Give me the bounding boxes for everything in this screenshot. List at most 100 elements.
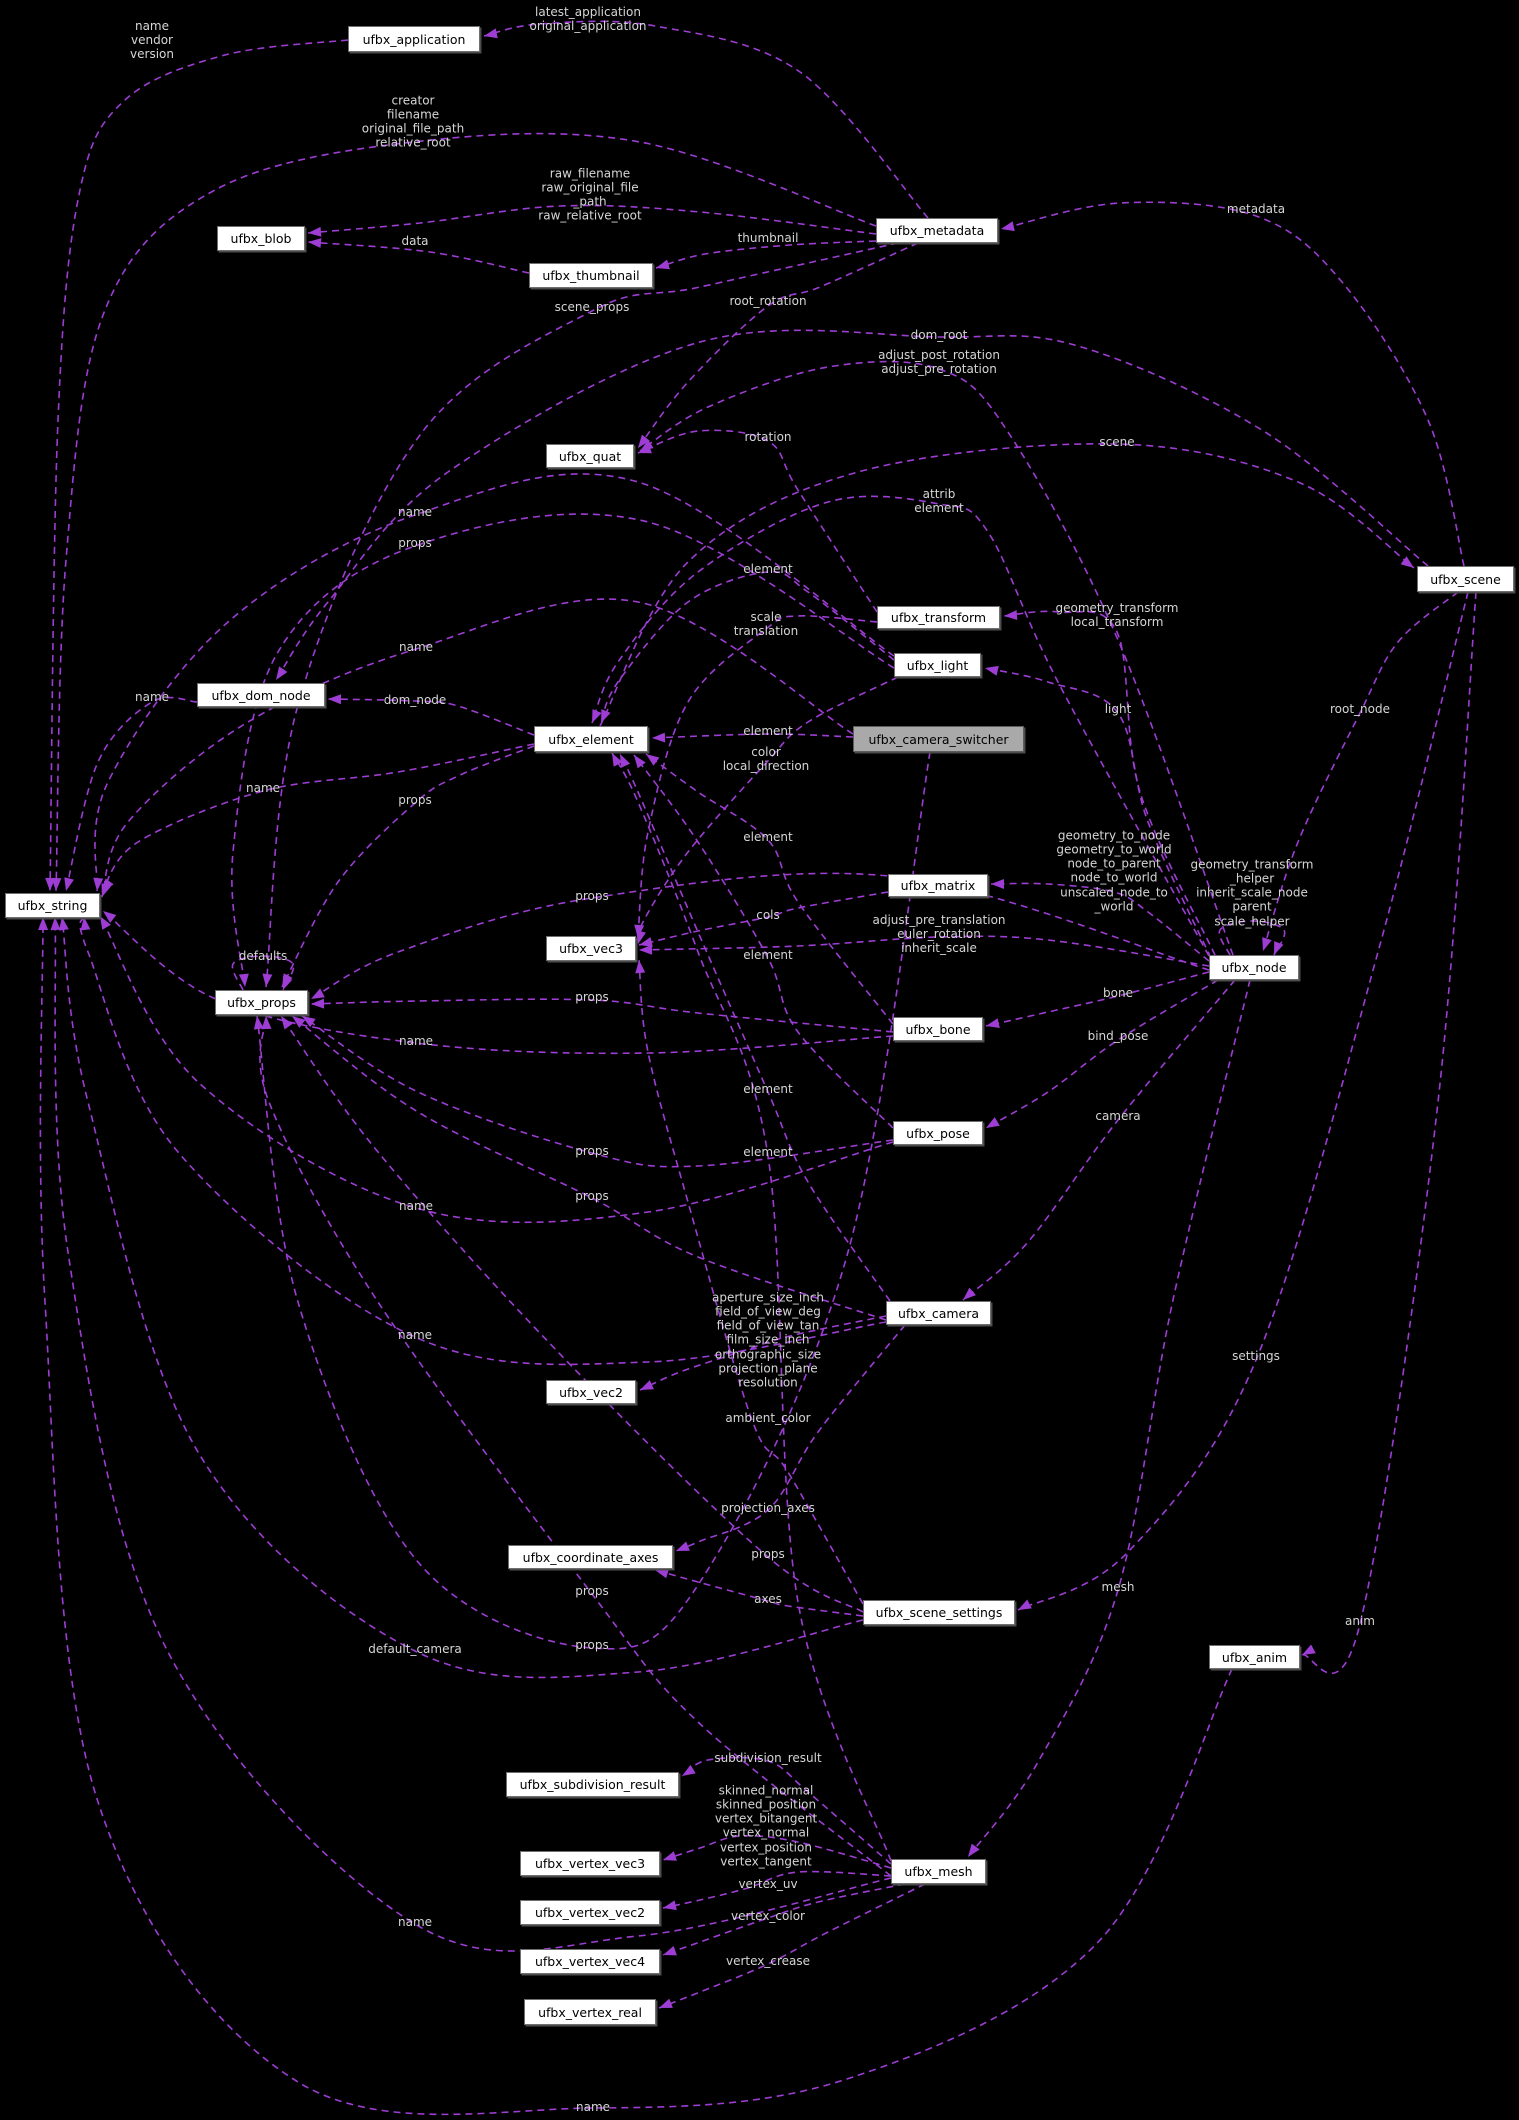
node-ufbx_bone[interactable]: ufbx_bone [893, 1017, 983, 1041]
arrowhead-pose-props [302, 1016, 316, 1028]
node-ufbx_subdivision_result[interactable]: ufbx_subdivision_result [506, 1772, 679, 1797]
arrowhead-pose-element [634, 755, 646, 769]
node-ufbx_metadata[interactable]: ufbx_metadata [876, 218, 998, 243]
edge-camera-element [619, 753, 891, 1302]
arrowhead-node-transform [1004, 610, 1018, 620]
node-ufbx_blob[interactable]: ufbx_blob [217, 226, 305, 251]
node-ufbx_vertex_vec2[interactable]: ufbx_vertex_vec2 [520, 1900, 660, 1925]
node-ufbx_transform[interactable]: ufbx_transform [877, 606, 1000, 629]
arrowhead-node-mesh [968, 1843, 980, 1857]
arrowhead-node-bindpose [986, 1117, 1000, 1128]
edge-mesh-subdiv [681, 1756, 892, 1865]
edge-pose-props [301, 1015, 894, 1168]
edge-anim-name [39, 916, 1233, 2116]
edge-camera-projaxes [675, 1324, 906, 1552]
arrowhead-bone-props [311, 998, 325, 1009]
edge-app-name [49, 39, 349, 892]
edge-node-camera [962, 979, 1236, 1301]
node-ufbx_string[interactable]: ufbx_string [5, 893, 100, 918]
node-ufbx_anim[interactable]: ufbx_anim [1209, 1645, 1300, 1669]
node-ufbx_vertex_vec4[interactable]: ufbx_vertex_vec4 [520, 1949, 660, 1974]
node-ufbx_pose[interactable]: ufbx_pose [893, 1121, 983, 1145]
edge-mesh-vvec3 [662, 1834, 892, 1869]
node-ufbx_camera_switcher: ufbx_camera_switcher [853, 726, 1024, 752]
node-ufbx_mesh[interactable]: ufbx_mesh [891, 1859, 986, 1884]
edge-meta-strings [55, 132, 877, 892]
node-ufbx_matrix[interactable]: ufbx_matrix [888, 874, 988, 897]
edge-meta-sceneprops [265, 242, 899, 988]
arrowhead-mesh-props [261, 1016, 272, 1030]
arrowhead-mesh-element [612, 753, 623, 767]
edge-bone-props [310, 998, 894, 1033]
arrowhead-meta-thumbnail [656, 259, 670, 270]
edge-node-mesh [967, 979, 1251, 1858]
arrowhead-switcher-props [253, 1016, 264, 1030]
arrowhead-thumb-data [308, 238, 322, 248]
arrowhead-meta-rootrot [638, 434, 650, 448]
edge-settings-props [280, 1015, 864, 1613]
node-ufbx_props[interactable]: ufbx_props [215, 990, 308, 1015]
edge-node-matrix [990, 882, 1210, 962]
node-ufbx_light[interactable]: ufbx_light [894, 653, 981, 677]
arrowhead-mesh-vuv [663, 1900, 677, 1911]
node-ufbx_node[interactable]: ufbx_node [1209, 955, 1299, 980]
node-ufbx_vec2[interactable]: ufbx_vec2 [546, 1380, 636, 1404]
arrowhead-camera-vec2 [640, 1380, 654, 1390]
edge-settings-ambient [638, 959, 864, 1605]
node-ufbx_vec3[interactable]: ufbx_vec3 [546, 936, 636, 961]
edge-scene-anim [1301, 591, 1477, 1675]
arrowhead-scene-settings [1018, 1599, 1032, 1610]
arrowhead-element-name [102, 878, 114, 892]
edge-node-bone [985, 971, 1210, 1027]
node-ufbx_scene_settings[interactable]: ufbx_scene_settings [863, 1600, 1015, 1625]
node-ufbx_vertex_vec3[interactable]: ufbx_vertex_vec3 [520, 1851, 660, 1876]
arrowhead-node-camera [963, 1287, 976, 1300]
edge-meta-blobs [307, 204, 877, 235]
arrowhead-mesh-vcrease [659, 1998, 673, 2008]
arrowhead-scene-metadata [1001, 221, 1015, 232]
edge-node-transform [1003, 610, 1216, 956]
arrowhead-node-matrix [991, 879, 1004, 889]
node-ufbx_coordinate_axes[interactable]: ufbx_coordinate_axes [508, 1545, 673, 1569]
edge-settings-axes [654, 1569, 864, 1617]
edge-camera-vec2 [639, 1315, 887, 1391]
node-ufbx_application[interactable]: ufbx_application [348, 26, 480, 52]
arrowhead-settings-axes [655, 1568, 669, 1579]
arrowhead-mesh-name [50, 917, 61, 931]
edge-node-light [984, 667, 1212, 959]
node-ufbx_thumbnail[interactable]: ufbx_thumbnail [529, 263, 653, 288]
edge-scene-rootnode [1262, 591, 1459, 952]
edge-light-props [231, 513, 895, 988]
arrowhead-bone-element [646, 754, 660, 766]
edge-scene-domroot [275, 329, 1429, 681]
edge-pose-element [633, 754, 894, 1129]
node-ufbx_vertex_real[interactable]: ufbx_vertex_real [524, 1999, 656, 2025]
edge-bone-name [102, 910, 894, 1055]
edge-mesh-vuv [662, 1870, 892, 1909]
arrowhead-camera-name [80, 917, 91, 931]
edge-meta-apps [483, 20, 929, 219]
arrowhead-light-element [601, 709, 611, 723]
edge-node-attrib [591, 495, 1210, 957]
edge-scene-metadata [1000, 201, 1465, 567]
arrowhead-meta-sceneprops [262, 973, 273, 987]
node-ufbx_element[interactable]: ufbx_element [534, 726, 648, 752]
edge-thumb-data [307, 241, 530, 274]
arrowhead-pose-name [100, 916, 111, 930]
edge-mesh-vcrease [658, 1883, 926, 2009]
edge-switcher-props [256, 751, 931, 1650]
node-ufbx_quat[interactable]: ufbx_quat [546, 444, 634, 468]
edge-node-bindpose [985, 979, 1219, 1129]
node-ufbx_dom_node[interactable]: ufbx_dom_node [197, 683, 325, 707]
edge-bone-element [645, 753, 894, 1025]
node-ufbx_scene[interactable]: ufbx_scene [1417, 566, 1514, 592]
edge-switcher-element [651, 733, 854, 739]
arrowhead-dom-name [64, 877, 74, 891]
node-ufbx_camera[interactable]: ufbx_camera [886, 1301, 991, 1325]
arrowhead-light-name [93, 877, 104, 891]
arrowhead-switcher-element [652, 732, 666, 743]
arrowhead-meta-strings [51, 877, 62, 891]
arrowhead-scene-rootnode [1262, 937, 1272, 951]
arrowhead-settings-defcam [58, 917, 69, 931]
